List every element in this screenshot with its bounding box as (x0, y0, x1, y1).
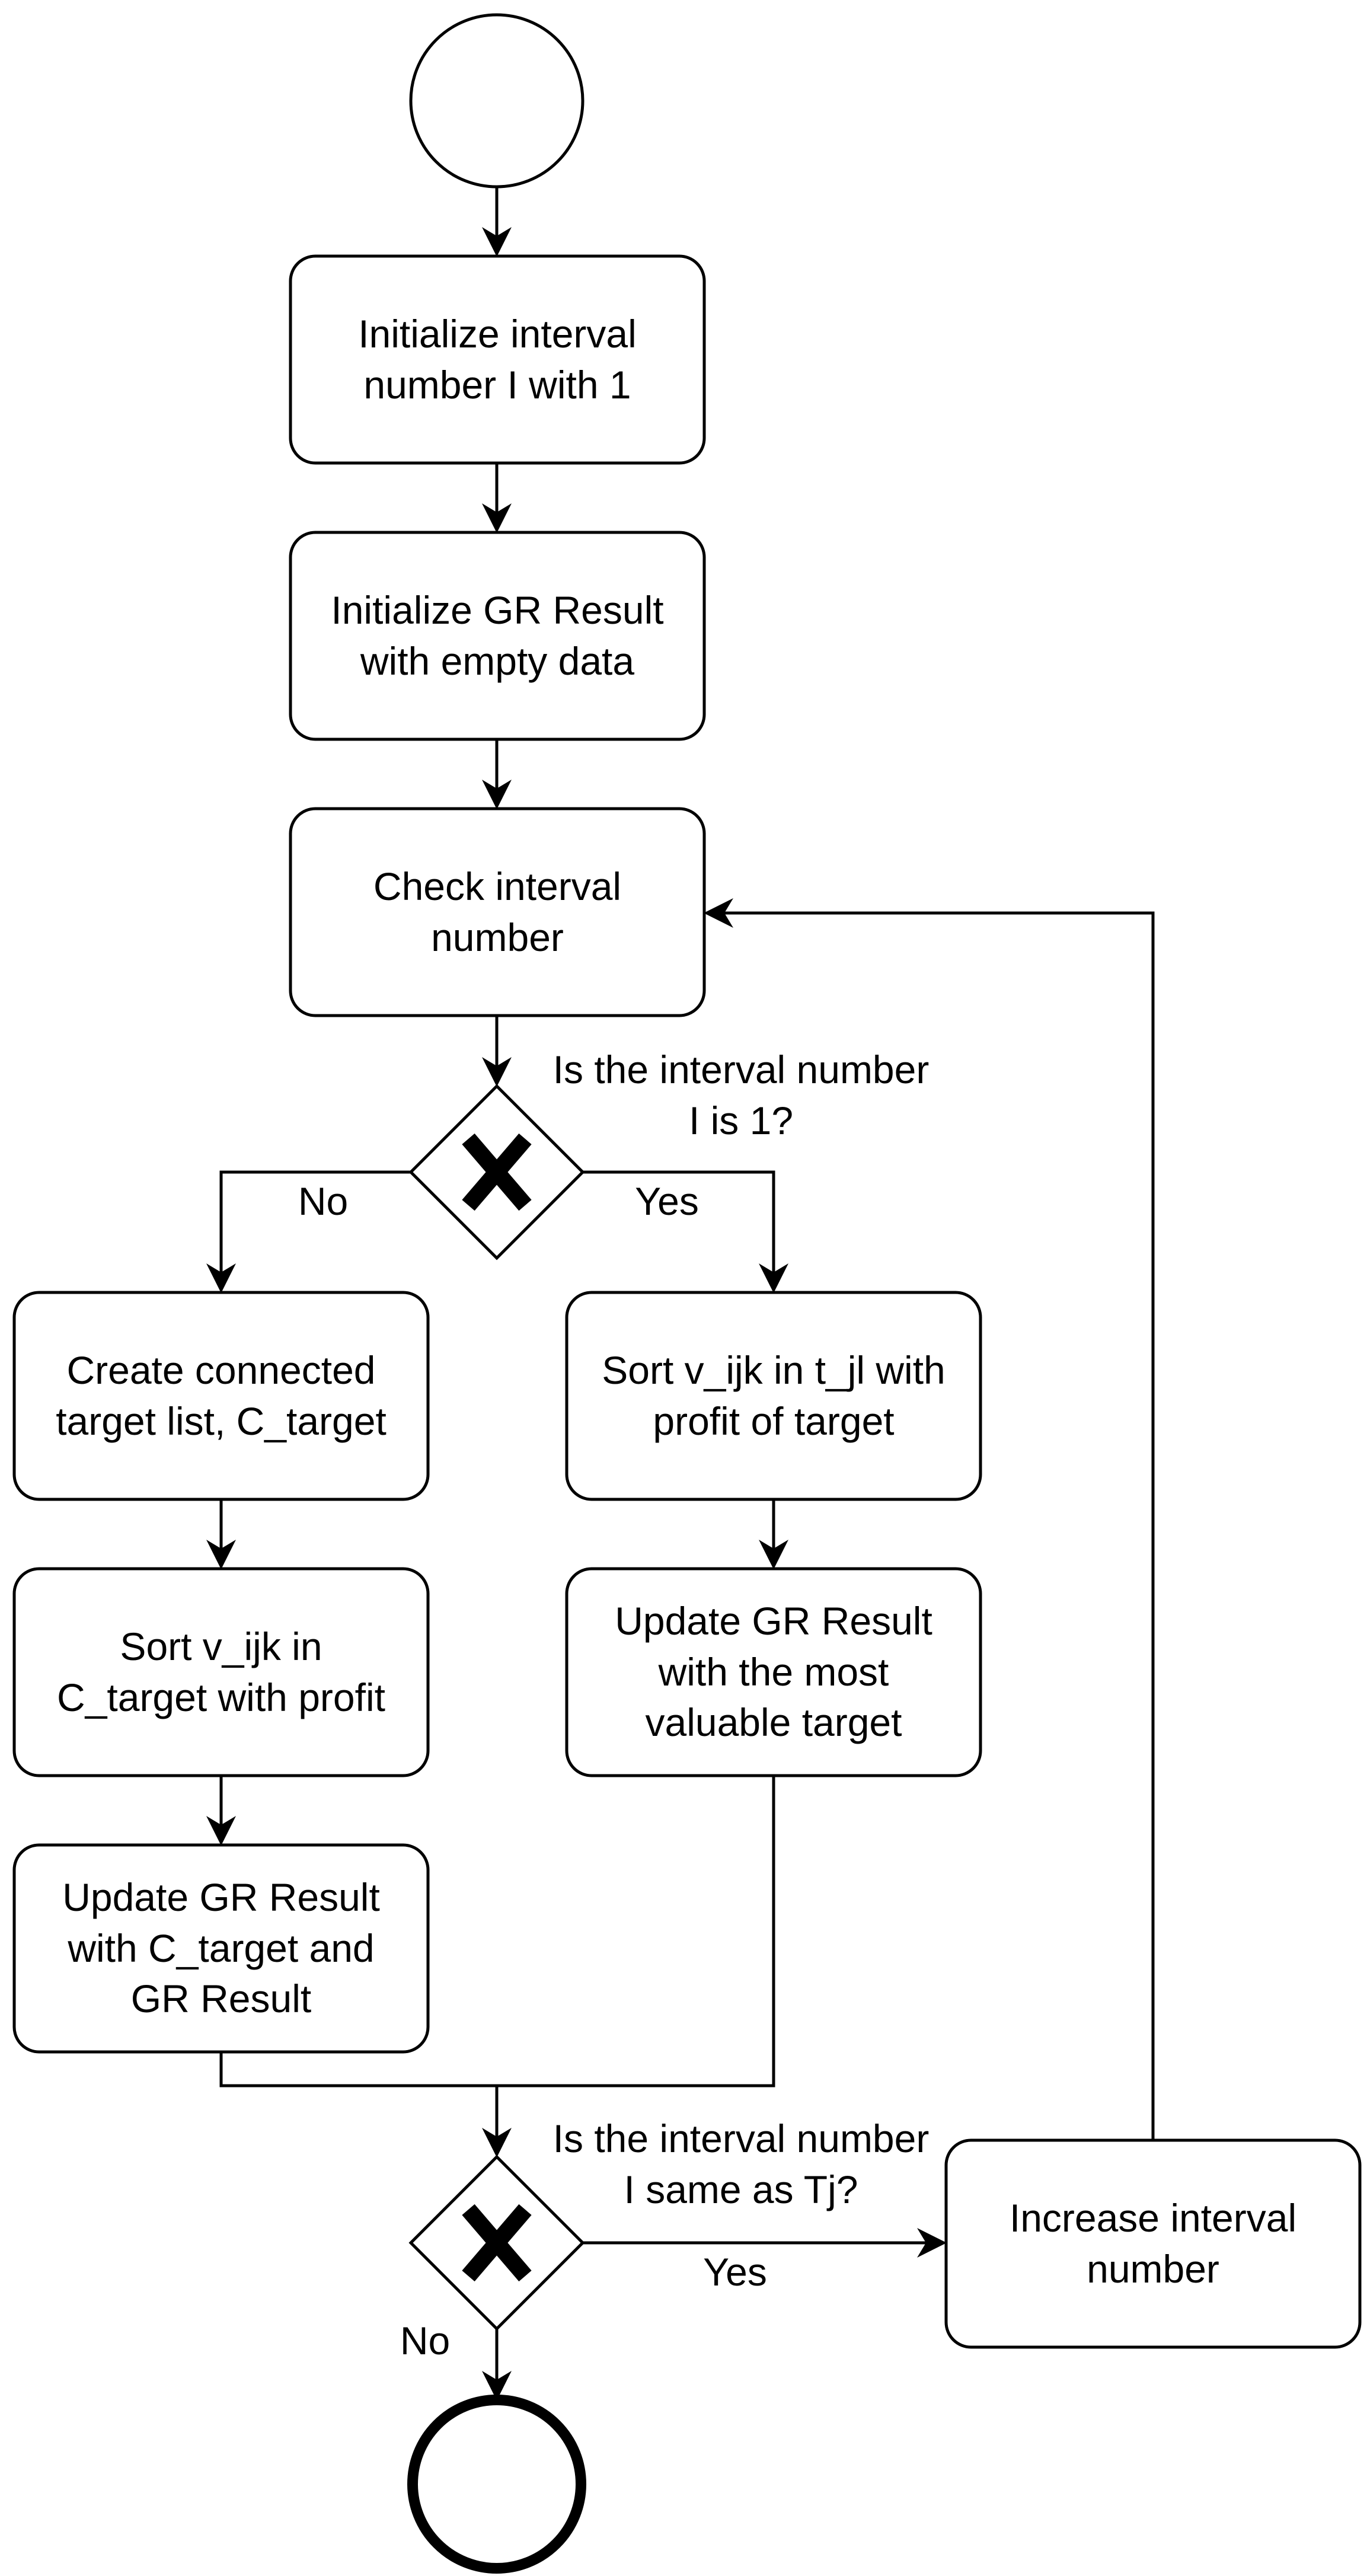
last-gateway-no-label: No (400, 2319, 451, 2363)
last-gateway-question: Is the interval number I same as Tj? (552, 2117, 930, 2211)
update-most-valuable-task (565, 1567, 982, 1777)
first-gateway-yes-label: Yes (635, 1179, 699, 1223)
first-gateway-question: Is the interval number I is 1? (552, 1048, 930, 1142)
sort-c-target-task (12, 1567, 430, 1777)
flow-gateway-yes (583, 1170, 788, 1293)
last-interval-gateway (408, 2154, 585, 2331)
init-result-task (289, 531, 706, 741)
check-interval-task (289, 807, 706, 1017)
flow-right-merge (497, 1776, 775, 2087)
flow-gateway-no (206, 1170, 411, 1293)
last-gateway-yes-label: Yes (703, 2250, 767, 2294)
start-event (409, 13, 585, 189)
create-target-list-task (12, 1291, 430, 1501)
increase-interval-task (944, 2138, 1362, 2349)
end-event (407, 2395, 586, 2574)
flow-loop-back (704, 898, 1155, 2140)
sort-t-jl-task (565, 1291, 982, 1501)
init-interval-task (289, 254, 706, 465)
first-gateway-no-label: No (298, 1179, 349, 1223)
first-interval-gateway (408, 1084, 585, 1260)
update-c-target-task (12, 1843, 430, 2054)
flow-left-merge (219, 2052, 497, 2087)
